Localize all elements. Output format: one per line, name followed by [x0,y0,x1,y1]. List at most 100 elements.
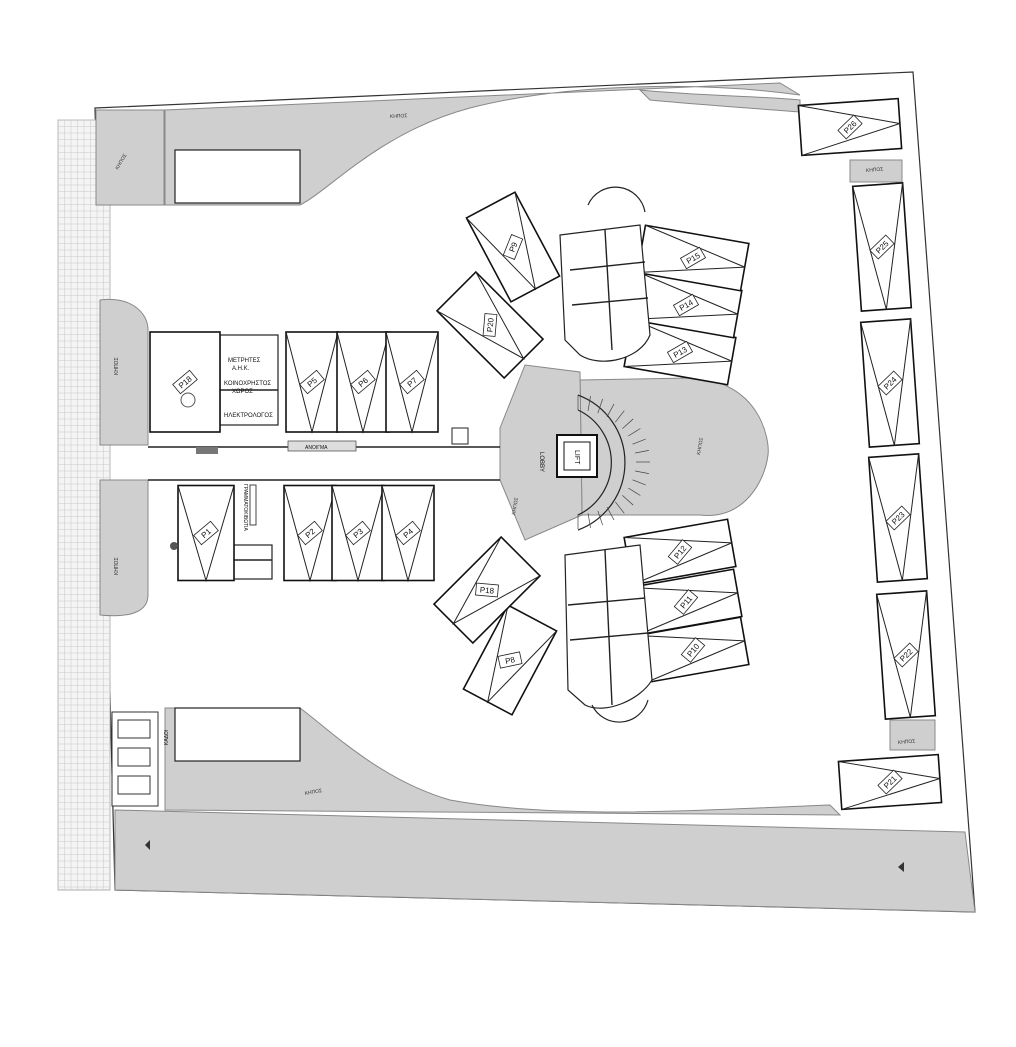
parking-bay-label: P5 [299,369,325,395]
parking-bay-label: P13 [666,340,694,364]
garden-label-right-bottom: ΚΗΠΟΣ [898,738,916,746]
parking-bay-diagonal [860,318,912,446]
parking-bay-diagonal [452,536,541,625]
parking-bay: P18 [432,535,542,645]
arrow-marker-right [898,862,904,872]
meters-label-1: ΜΕΤΡΗΤΕΣ [228,358,261,364]
parking-bay-label: P9 [502,234,524,260]
arrow-marker-left [145,840,150,850]
garden-top-curve [164,82,801,206]
garden-label-apse: ΚΗΠΟΣ [696,437,705,455]
parking-bay-diagonal [283,485,337,583]
parking-bay: P8 [462,604,558,716]
parking-bay-diagonal [381,485,435,583]
parking-bay-label: P6 [350,369,376,395]
garden-bottom-curve [164,707,842,816]
lift-label: LIFT [573,450,580,465]
parking-bay-label: P20 [482,313,498,337]
parking-bay-diagonal [637,224,745,274]
parking-bay: P21 [837,753,943,811]
parking-bay: P7 [385,331,439,434]
bottom-landscape-strip [114,809,976,913]
parking-bay-label: P14 [672,293,700,317]
parking-bay-diagonal [630,586,738,636]
garden-label-left-lower: ΚΗΠΟΣ [114,557,120,575]
parking-bay-label: P2 [297,520,323,546]
central-corridor [148,427,500,526]
post-marker [170,542,178,550]
lobby-label: LOBBY [538,452,544,472]
parking-bay: P14 [629,271,743,339]
bins-area [111,711,159,807]
parking-bay-diagonal [876,590,928,718]
parking-bay-label: P10 [680,637,706,663]
outdoor-box-bottom [174,707,301,762]
parking-bay-label: P15 [679,246,707,270]
parking-bay-label: P8 [497,651,523,669]
common-label-2: ΧΩΡΟΣ [232,389,253,395]
parking-bay: P13 [623,318,737,386]
parking-bay: P20 [435,270,545,380]
parking-bay: P1 [177,484,235,583]
parking-bay-diagonal [336,331,390,434]
parking-bay-label: P25 [869,234,895,260]
parking-bay-label: P3 [345,520,371,546]
service-rooms [219,334,279,580]
common-label-1: ΚΟΙΝΟΧΡΗΣΤΟΣ [224,381,271,387]
parking-bay-label: P1 [193,520,219,546]
parking-bay: P18 [149,331,221,433]
parking-bay-diagonal [838,761,941,810]
parking-bay: P5 [285,331,339,434]
parking-bay: P9 [465,191,561,303]
opening-label: ΑΝΟΙΓΜΑ [305,445,328,451]
accessible-parking-icon [180,392,196,408]
parking-bay-diagonal [868,453,920,581]
outdoor-box-top [174,149,301,204]
parking-bay-diagonal [624,536,732,586]
parking-bay: P22 [875,590,937,720]
parking-bay: P26 [797,97,903,157]
storage-cluster-lower [564,544,653,723]
garden-top-left [95,109,165,206]
parking-bay-diagonal [486,605,557,704]
parking-bay-number: P9 [507,240,519,253]
parking-bay-label: P18 [475,582,499,598]
garden-right-strip-bottom [889,719,936,751]
bins-label: ΚΑΔΟΙ [164,730,170,745]
parking-bay: P2 [283,484,337,583]
stair-core [556,394,650,531]
parking-bay-diagonal [624,318,732,368]
parking-bay-diagonal [285,331,339,434]
parking-bay-number: P18 [479,585,495,595]
parking-bay-number: P8 [504,655,516,666]
electrician-label: ΗΛΕΚΤΡΟΛΟΓΟΣ [224,413,273,419]
parking-bay-label: P7 [399,369,425,395]
parking-bay: P25 [851,182,913,312]
parking-bay-label: P12 [667,539,693,565]
garden-label-bottom: ΚΗΠΟΣ [304,788,322,797]
garden-island-upper-left [99,298,149,446]
garden-label-left-upper: ΚΗΠΟΣ [114,357,120,375]
parking-bay: P23 [867,453,929,583]
garden-label-top: ΚΗΠΟΣ [390,113,408,120]
garden-label-lobby: ΚΗΠΟΣ [511,497,520,515]
garden-right-strip-top [849,159,903,183]
secretary-label: ΓΡΑΜΜΑΤΟΚΙΒΩΤΙΑ [242,484,248,531]
parking-bay-label: P4 [395,520,421,546]
parking-bay-diagonal [852,182,904,310]
parking-bay-diagonal [331,485,385,583]
parking-bay-diagonal [798,105,901,156]
parking-bay: P24 [859,318,921,448]
parking-bay-diagonal [177,485,235,583]
parking-bay-diagonal [630,271,738,321]
parking-bay-diagonal [385,331,439,434]
garden-label-right-top: ΚΗΠΟΣ [866,166,884,174]
parking-bay-label: P11 [673,589,699,615]
parking-bay-diagonal [637,634,745,684]
lobby-garden-apse [579,377,769,516]
parking-bay: P4 [381,484,435,583]
parking-bay-number: P20 [485,317,495,333]
parking-bay-label: P18 [172,369,198,395]
parking-bay: P6 [336,331,390,434]
